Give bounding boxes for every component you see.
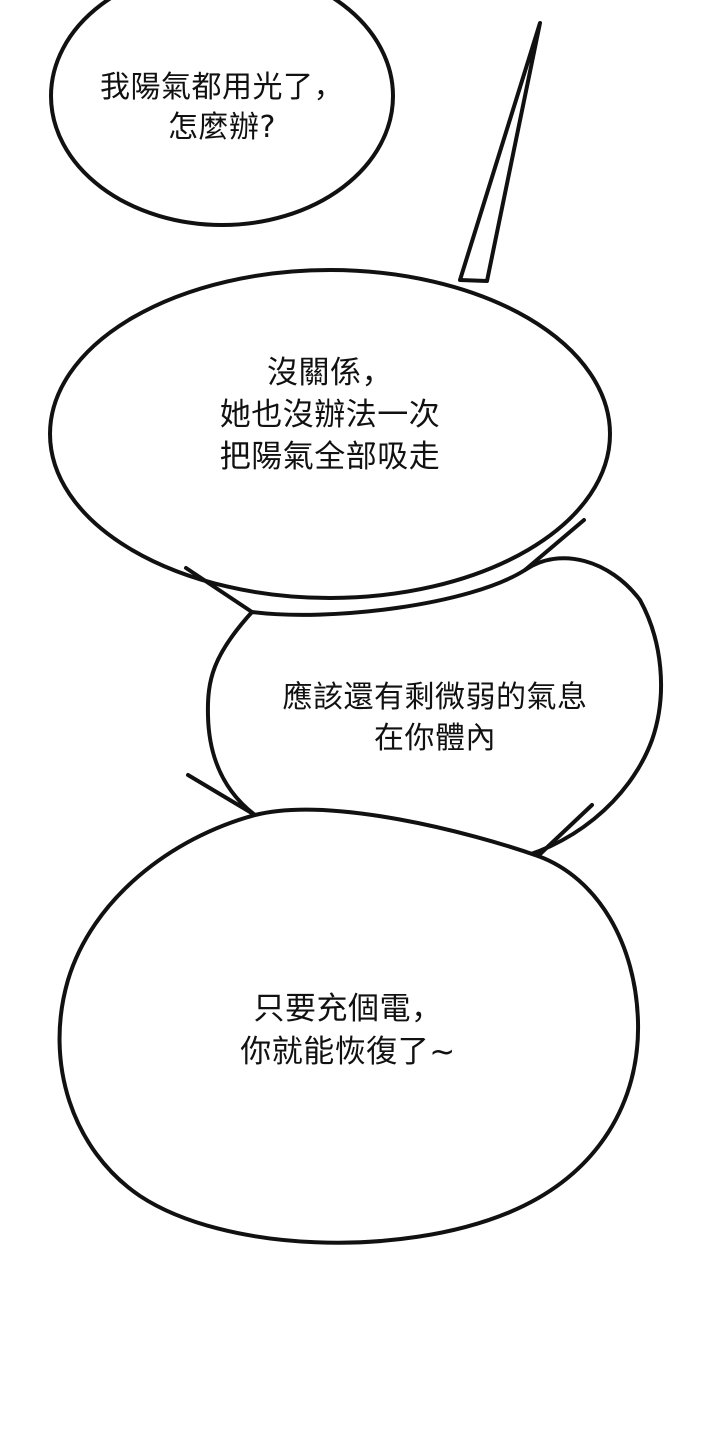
bubble-1-body: [49, 0, 395, 227]
bubble-2-tail: [458, 21, 542, 283]
cusp-left-2-3: [184, 566, 254, 614]
bubble-cusp-seams: [184, 518, 594, 858]
bubble-2-text: 沒關係， 她也沒辦法一次 把陽氣全部吸走: [219, 355, 441, 476]
cusp-right-2-3: [523, 518, 586, 572]
cusp-right-3-4: [536, 803, 594, 858]
bubble-4-text: 只要充個電， 你就能恢復了~: [240, 991, 456, 1070]
bubble-2-body: [48, 268, 612, 600]
bubble-2-outline: [48, 21, 612, 600]
bubble-3-text: 應該還有剩微弱的氣息 在你體內: [282, 680, 588, 757]
cusp-left-3-4: [186, 773, 257, 817]
bubble-1-outline: [49, 0, 395, 227]
bubble-1-text: 我陽氣都用光了， 怎麼辦?: [100, 70, 344, 145]
